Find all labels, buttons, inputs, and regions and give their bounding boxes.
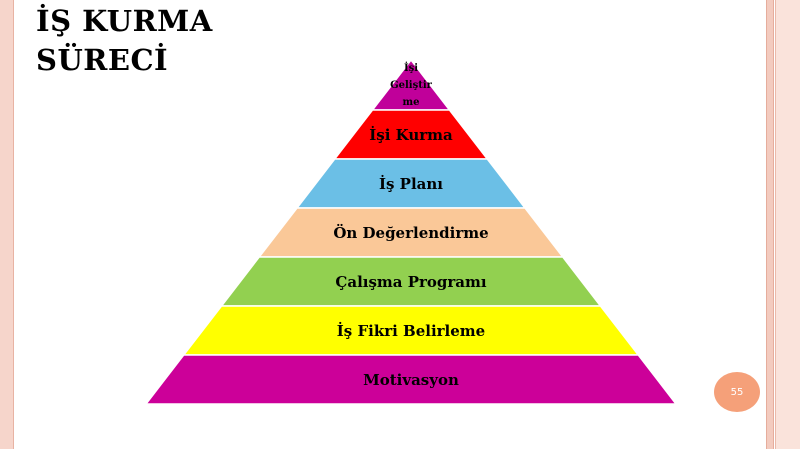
pyramid-top-label-line-2: Geliştir xyxy=(390,80,433,91)
tier-label-motivasyon: Motivasyon xyxy=(363,371,459,389)
tier-label-is-fikri-belirleme: İş Fikri Belirleme xyxy=(337,321,485,340)
slide-title-line-1: İŞ KURMA xyxy=(36,4,213,38)
pyramid-tier-6-segment xyxy=(144,354,678,405)
right-decor-stripe-inner xyxy=(766,0,774,449)
tier-label-on-degerlendirme: Ön Değerlendirme xyxy=(333,223,488,242)
left-decor-stripe xyxy=(0,0,14,449)
pyramid-top-label-line-3: me xyxy=(403,97,420,108)
tier-label-isi-kurma: İşi Kurma xyxy=(369,125,453,144)
tier-label-is-plani: İş Planı xyxy=(379,174,443,193)
slide-title-line-2: SÜRECİ xyxy=(36,43,169,77)
pyramid-top-label-line-1: İşi xyxy=(404,61,418,74)
right-decor-stripe-outer xyxy=(775,0,800,449)
slide-title: İŞ KURMA SÜRECİ xyxy=(36,2,316,80)
page-number-badge: 55 xyxy=(714,372,760,412)
tier-label-calisma-programi: Çalışma Programı xyxy=(335,273,486,291)
